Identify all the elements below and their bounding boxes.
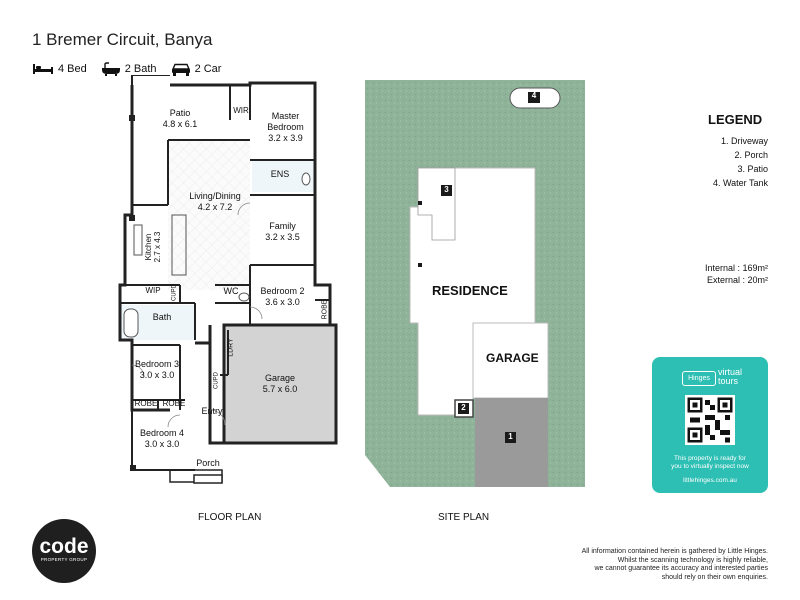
room-wir: WIR (233, 106, 249, 115)
legend-item-porch: 2. Porch (734, 150, 768, 160)
room-wc: WC (223, 286, 239, 296)
room-wip: WIP (145, 286, 161, 295)
floor-plan-caption: FLOOR PLAN (198, 512, 262, 523)
room-entry: Entry (201, 406, 223, 416)
car-spec: 2 Car (171, 63, 222, 76)
qr-card-message: This property is ready for you to virtua… (671, 455, 749, 470)
bed-count: 4 Bed (58, 63, 87, 75)
code-property-group-logo: code PROPERTY GROUP (32, 519, 96, 583)
external-area: External : 20m² (706, 275, 768, 285)
legend-item-water-tank: 4. Water Tank (712, 178, 768, 188)
site-plan: 4 3 2 1 RESIDENCE GARAGE (360, 75, 590, 495)
logo-name: code (39, 535, 89, 558)
room-living-dining: Living/Dining 4.2 x 7.2 (189, 191, 241, 212)
internal-area: Internal : 169m² (704, 263, 768, 273)
virtual-tours-label: virtual tours (718, 367, 743, 386)
room-laundry: LDRY (227, 338, 235, 357)
bed-icon (33, 64, 53, 74)
property-address: 1 Bremer Circuit, Banya (32, 30, 213, 49)
property-specs: 4 Bed 2 Bath 2 Car (32, 62, 221, 76)
bath-count: 2 Bath (124, 63, 157, 75)
disclaimer: All information contained herein is gath… (581, 548, 768, 581)
room-bedroom-3: Bedroom 3 3.0 x 3.0 (134, 359, 180, 380)
site-marker-4: 4 (531, 91, 537, 100)
virtual-tour-card[interactable]: Hinges virtual tours This property is re… (652, 357, 768, 493)
garage-label: GARAGE (486, 351, 539, 365)
room-porch: Porch (196, 458, 220, 468)
area-summary: Internal : 169m² External : 20m² (705, 262, 768, 286)
room-robe-bedroom-3a: ROBE (134, 399, 158, 408)
legend-item-patio: 3. Patio (737, 164, 768, 174)
room-master-bedroom: Master Bedroom 3.2 x 3.9 (267, 111, 304, 143)
car-count: 2 Car (194, 63, 222, 75)
room-bedroom-2: Bedroom 2 3.6 x 3.0 (260, 286, 305, 307)
room-cupboard-kitchen: CUPD (171, 284, 178, 302)
bath-spec: 2 Bath (101, 62, 157, 76)
room-family: Family 3.2 x 3.5 (265, 221, 300, 242)
room-robe-bedroom-3b: ROBE (162, 399, 186, 408)
residence-label: RESIDENCE (432, 283, 508, 298)
legend-title: LEGEND (708, 112, 763, 127)
site-marker-2: 2 (461, 403, 466, 412)
room-bath: Bath (152, 312, 172, 322)
site-plan-drawing (365, 80, 585, 487)
bath-icon (101, 62, 120, 76)
hinges-brand: Hinges (682, 371, 716, 386)
qr-code-icon[interactable] (685, 395, 735, 445)
site-marker-1: 1 (508, 432, 513, 441)
floor-plan-drawing (118, 74, 338, 484)
room-kitchen: Kitchen 2.7 x 4.3 (144, 231, 162, 263)
room-bedroom-4: Bedroom 4 3.0 x 3.0 (139, 428, 185, 449)
site-marker-3: 3 (444, 185, 449, 194)
site-plan-caption: SITE PLAN (438, 512, 490, 523)
bed-spec: 4 Bed (32, 63, 87, 75)
room-robe-bedroom-2: ROBE (321, 299, 329, 320)
room-garage: Garage 5.7 x 6.0 (262, 373, 298, 394)
legend-item-driveway: 1. Driveway (720, 136, 768, 146)
room-patio: Patio 4.8 x 6.1 (162, 108, 198, 129)
car-icon (171, 63, 190, 76)
logo-subtitle: PROPERTY GROUP (40, 557, 88, 562)
floor-plan: Patio 4.8 x 6.1 WIR Master Bedroom 3.2 x… (110, 74, 350, 495)
qr-card-url[interactable]: littlehinges.com.au (683, 477, 737, 484)
room-cupboard-hall: CUPD (213, 372, 220, 390)
room-ensuite: ENS (270, 169, 290, 179)
